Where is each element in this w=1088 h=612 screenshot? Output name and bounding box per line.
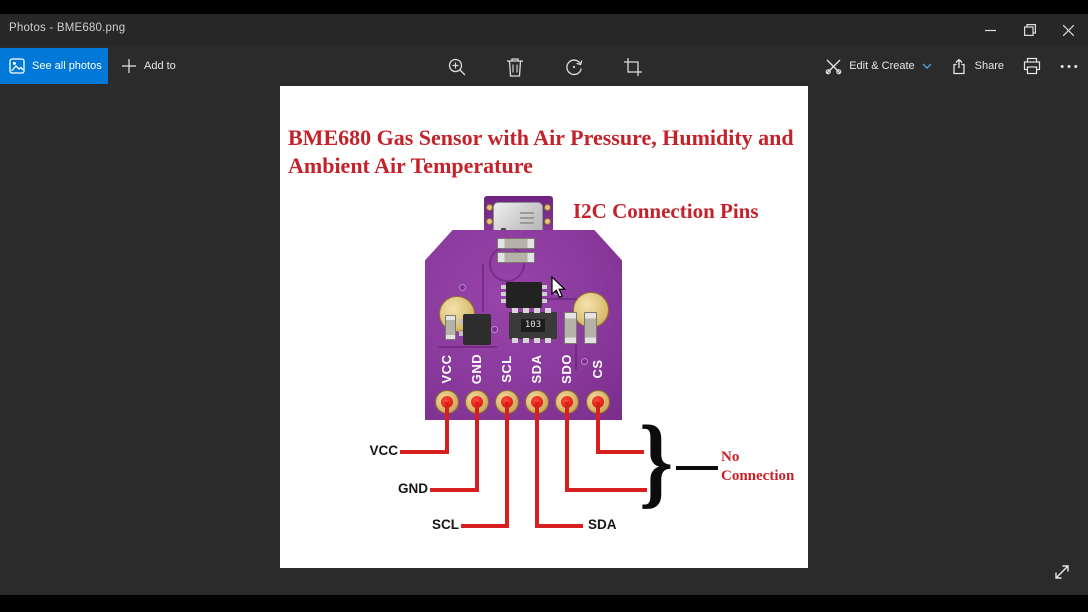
window-title: Photos - BME680.png (9, 22, 126, 34)
solder-via (544, 204, 551, 211)
pcb-via (491, 326, 498, 333)
photo-subheading: I2C Connection Pins (573, 199, 759, 223)
cursor-arrow-icon (551, 276, 567, 298)
pcb-trace (545, 298, 597, 300)
rotate-button[interactable] (562, 55, 586, 79)
wire-gnd (430, 488, 479, 492)
restore-icon (1023, 24, 1036, 36)
edit-create-icon (825, 59, 842, 74)
regulator-chip (459, 314, 491, 345)
photos-icon (9, 58, 25, 74)
letterbox-top (0, 0, 1088, 14)
minimize-icon (985, 29, 996, 31)
pin-label-scl: SCL (499, 355, 514, 383)
wire-vcc (400, 450, 449, 454)
pin-label-vcc: VCC (439, 354, 454, 384)
pcb-via (581, 358, 588, 365)
titlebar[interactable]: Photos - BME680.png (0, 14, 1088, 46)
solder-via (544, 218, 551, 225)
close-button[interactable] (1049, 14, 1088, 46)
pcb-via (459, 284, 466, 291)
print-button[interactable] (1023, 57, 1041, 75)
delete-button[interactable] (503, 55, 527, 79)
resistor-network: 103 (509, 308, 557, 343)
minimize-button[interactable] (971, 14, 1010, 46)
smd-resistor (584, 312, 597, 344)
wire-sdo (565, 488, 647, 492)
chevron-down-icon (922, 63, 932, 69)
wire-cs (596, 402, 600, 454)
crop-icon (624, 58, 642, 76)
wire-sda (535, 524, 583, 528)
rotate-icon (566, 59, 583, 76)
share-label: Share (974, 60, 1004, 72)
more-button[interactable] (1060, 64, 1078, 69)
share-icon (952, 58, 965, 74)
letterbox-bottom (0, 595, 1088, 612)
solder-via (486, 218, 493, 225)
smd-resistor (497, 252, 535, 263)
fullscreen-button[interactable] (1048, 558, 1076, 586)
share-button[interactable]: Share (951, 58, 1004, 75)
wire-label-vcc: VCC (369, 443, 398, 458)
print-icon (1023, 57, 1041, 75)
pcb-trace (575, 328, 577, 370)
see-all-photos-button[interactable]: See all photos (0, 48, 108, 84)
pin-label-sda: SDA (529, 354, 544, 384)
restore-button[interactable] (1010, 14, 1049, 46)
zoom-in-icon (448, 58, 466, 76)
photo-canvas[interactable]: BME680 Gas Sensor with Air Pressure, Hum… (280, 86, 808, 568)
wire-scl (505, 402, 509, 528)
wire-label-sda: SDA (588, 517, 617, 532)
wire-label-scl: SCL (432, 517, 459, 532)
smd-resistor (497, 238, 535, 249)
sensor-marking (520, 212, 534, 214)
wire-sda (535, 402, 539, 528)
wire-vcc (445, 402, 449, 454)
toolbar: See all photos Add to Edit & Create (0, 46, 1088, 86)
ic-chip (501, 282, 547, 308)
wire-label-gnd: GND (398, 481, 428, 496)
window-controls (971, 14, 1088, 46)
chip-marking-label: 103 (520, 319, 546, 332)
see-all-photos-label: See all photos (32, 60, 102, 72)
solder-via (486, 204, 493, 211)
edit-create-label: Edit & Create (849, 60, 915, 72)
no-connection-brace: } (639, 405, 674, 518)
wire-scl (461, 524, 509, 528)
wire-sdo (565, 402, 569, 492)
add-icon (122, 59, 136, 73)
toolbar-right: Edit & Create Share (825, 46, 1078, 86)
edit-create-button[interactable]: Edit & Create (825, 58, 932, 75)
pcb-trace (439, 346, 497, 348)
add-to-label: Add to (144, 60, 176, 72)
no-connection-label: No Connection (721, 449, 795, 484)
smd-resistor (564, 312, 577, 344)
pcb-trace (482, 264, 484, 312)
pin-label-sdo: SDO (559, 354, 574, 384)
close-icon (1063, 24, 1074, 36)
more-icon (1060, 64, 1078, 68)
sensor-board: 103 VCC GND SCL SDA SDO CS (425, 196, 622, 420)
no-connection-line (676, 466, 718, 470)
pin-label-gnd: GND (469, 353, 484, 385)
board-body: 103 VCC GND SCL SDA SDO CS (425, 230, 622, 420)
delete-icon (507, 58, 523, 77)
viewer-area: BME680 Gas Sensor with Air Pressure, Hum… (0, 86, 1088, 595)
smd-resistor (445, 315, 456, 340)
wire-gnd (475, 402, 479, 492)
wire-cs (596, 450, 644, 454)
pin-label-cs: CS (590, 359, 605, 379)
zoom-button[interactable] (445, 55, 469, 79)
crop-button[interactable] (621, 55, 645, 79)
fullscreen-icon (1055, 565, 1069, 579)
add-to-button[interactable]: Add to (114, 48, 184, 84)
photo-heading: BME680 Gas Sensor with Air Pressure, Hum… (288, 125, 794, 178)
